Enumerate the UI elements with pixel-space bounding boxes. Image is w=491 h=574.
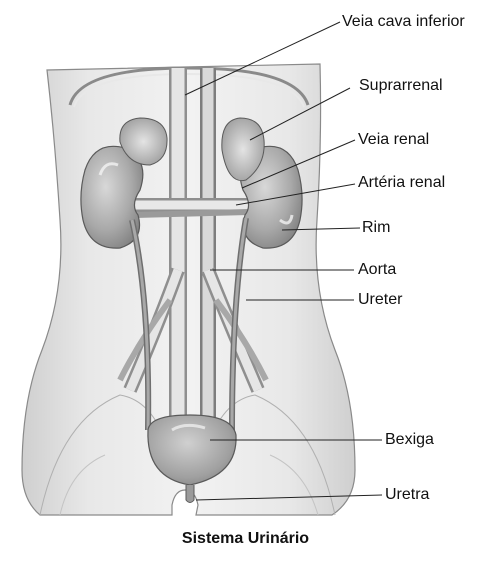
label-suprarrenal: Suprarrenal [359, 77, 443, 95]
label-uretra: Uretra [385, 486, 429, 504]
label-ureter: Ureter [358, 291, 402, 309]
label-arteria-renal: Artéria renal [358, 174, 445, 192]
urethra [186, 485, 194, 503]
label-bexiga: Bexiga [385, 431, 434, 449]
label-rim: Rim [362, 219, 390, 237]
label-veia-cava-inferior: Veia cava inferior [342, 13, 465, 31]
label-aorta: Aorta [358, 261, 396, 279]
diagram-caption: Sistema Urinário [0, 530, 491, 548]
label-veia-renal: Veia renal [358, 131, 429, 149]
